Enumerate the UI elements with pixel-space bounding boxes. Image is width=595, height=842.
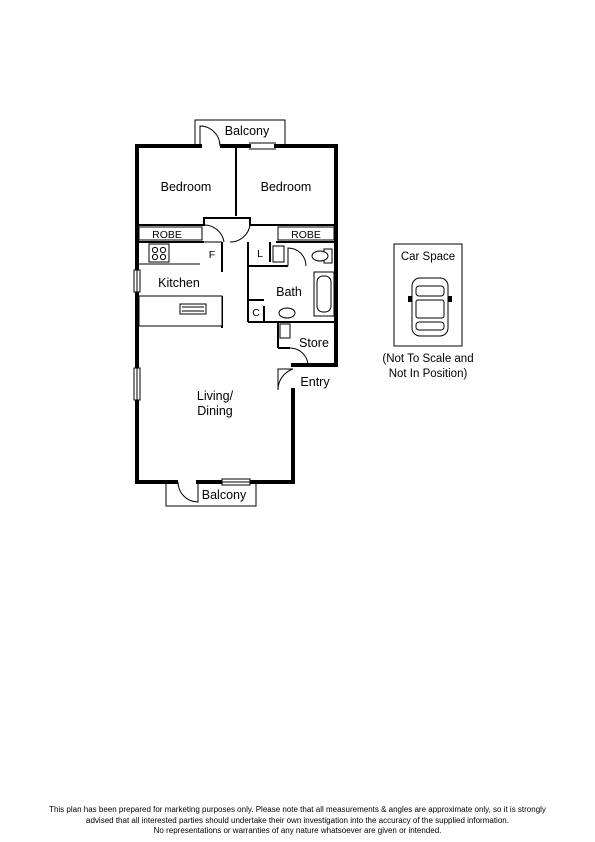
robe-1-label: ROBE bbox=[152, 229, 182, 241]
door-swing-top-balcony bbox=[199, 125, 221, 147]
car-space: Car Space (Not To Scale and Not In Posit… bbox=[382, 243, 474, 380]
laundry-label: L bbox=[257, 248, 263, 260]
living-label: Living/ bbox=[197, 389, 234, 403]
car-space-note-1: (Not To Scale and bbox=[382, 353, 473, 365]
fridge-label: F bbox=[209, 249, 215, 261]
robe-2-label: ROBE bbox=[291, 229, 321, 241]
disclaimer-line-1: This plan has been prepared for marketin… bbox=[49, 805, 546, 814]
disclaimer: This plan has been prepared for marketin… bbox=[0, 805, 595, 837]
store-fixture bbox=[279, 323, 291, 339]
laundry-tub-icon bbox=[272, 245, 285, 263]
window-living bbox=[133, 367, 141, 401]
entry-door-swing bbox=[277, 368, 294, 391]
vanity-basin-icon bbox=[278, 307, 296, 319]
disclaimer-line-3: No representations or warranties of any … bbox=[153, 826, 442, 835]
bathtub-icon bbox=[313, 271, 335, 317]
car-space-note-2: Not In Position) bbox=[389, 368, 468, 380]
car-icon bbox=[408, 277, 452, 337]
toilet-icon bbox=[311, 248, 333, 264]
balcony-bottom bbox=[165, 478, 257, 507]
robe-2-outline bbox=[277, 226, 335, 241]
entry-label: Entry bbox=[300, 375, 330, 389]
kitchen-sink-icon bbox=[179, 303, 207, 315]
robe-1-outline bbox=[138, 226, 203, 241]
bath-label: Bath bbox=[276, 285, 302, 299]
kitchen-label: Kitchen bbox=[158, 276, 200, 290]
bedroom-2-label: Bedroom bbox=[261, 180, 312, 194]
door-swing-bottom-balcony bbox=[177, 481, 199, 503]
window-kitchen bbox=[133, 269, 141, 293]
cupboard-label: C bbox=[252, 307, 260, 319]
cooktop-icon bbox=[148, 243, 170, 263]
bedroom-1-label: Bedroom bbox=[161, 180, 212, 194]
balcony-top-label: Balcony bbox=[225, 124, 270, 138]
store-label: Store bbox=[299, 336, 329, 350]
dining-label: Dining bbox=[197, 404, 232, 418]
disclaimer-line-2: advised that all interested parties shou… bbox=[86, 815, 509, 825]
door-swings bbox=[203, 224, 309, 391]
balcony-bottom-label: Balcony bbox=[202, 488, 247, 502]
balcony-top bbox=[194, 119, 286, 150]
car-space-title: Car Space bbox=[401, 251, 455, 263]
